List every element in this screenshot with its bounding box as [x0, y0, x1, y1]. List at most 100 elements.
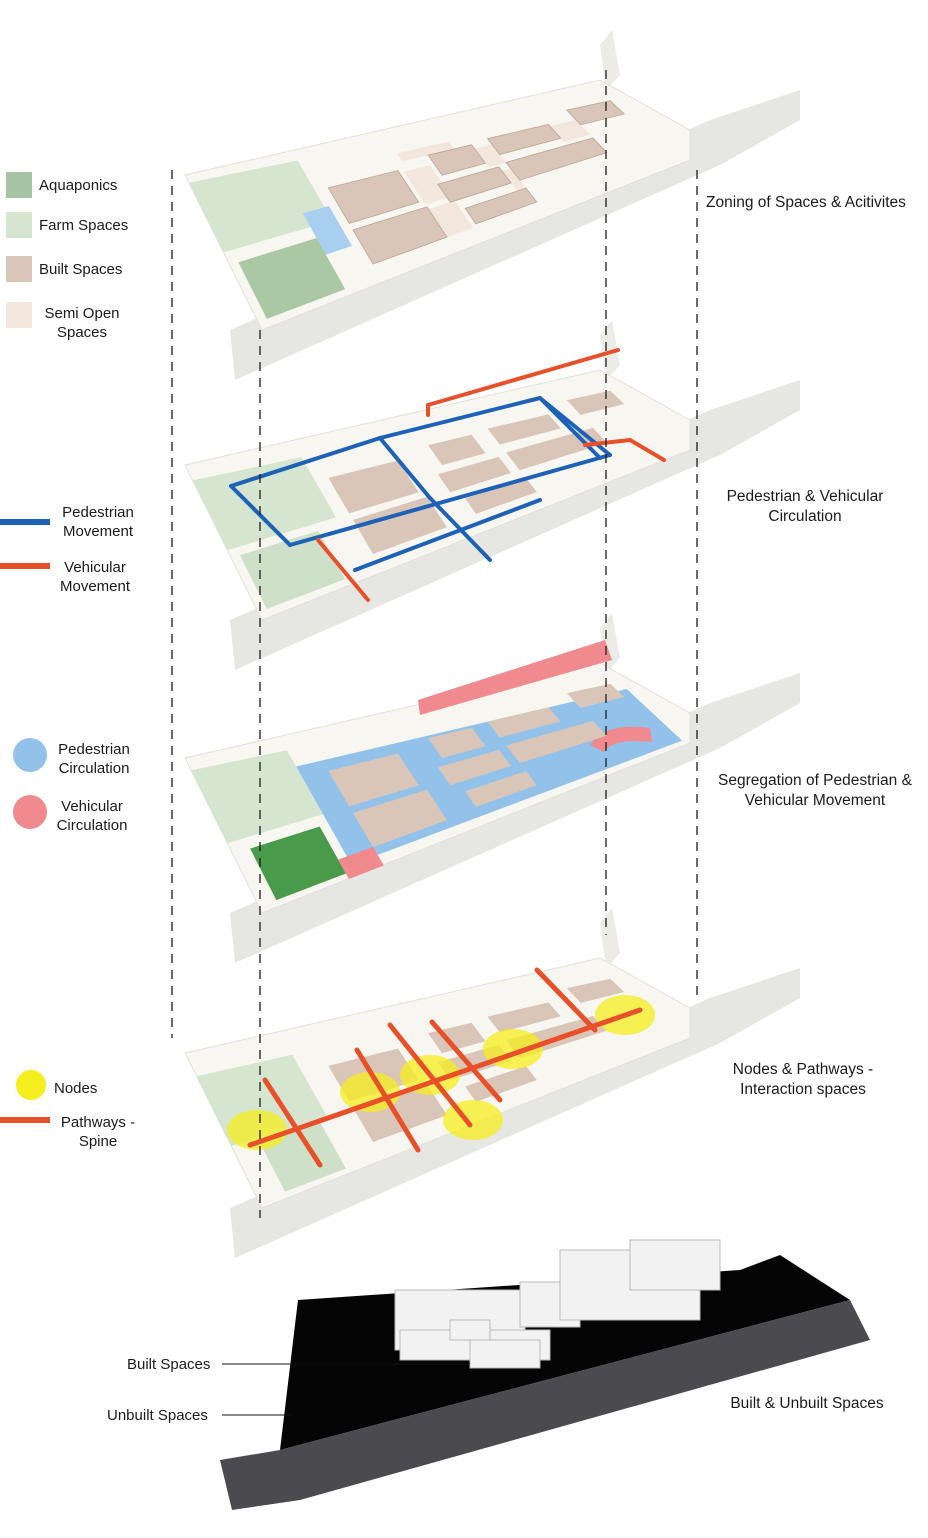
- upper-road: [600, 30, 620, 90]
- legend-label-nodes: Nodes: [54, 1080, 98, 1097]
- built-block: [437, 749, 512, 786]
- layer-circulation: [184, 320, 800, 670]
- legend-swatch-built-spaces: [6, 256, 32, 282]
- legend-line-pedestrian-movement: [0, 519, 50, 525]
- legend-swatch-farm-spaces: [6, 212, 32, 238]
- semi-open-block: [403, 165, 452, 205]
- built-block: [486, 123, 562, 155]
- farm-zone: [188, 160, 333, 253]
- legend-line-pathways-spine: [0, 1117, 50, 1123]
- layer-nodes: [184, 908, 800, 1258]
- built-block: [465, 1066, 537, 1102]
- farm-zone: [192, 457, 337, 551]
- model-road: [220, 1300, 870, 1510]
- vehicular-zone-entry: [338, 847, 384, 879]
- built-block: [566, 100, 625, 126]
- pedestrian-route: [229, 436, 382, 488]
- layer-title-zoning: Zoning of Spaces & Acitivites: [706, 194, 906, 211]
- built-block: [487, 707, 561, 738]
- aquaponics-zone: [250, 826, 346, 901]
- built-block: [428, 727, 486, 759]
- layer-title-circulation: Pedestrian & Vehicular Circulation: [726, 488, 884, 525]
- layer-segregation: [184, 613, 800, 963]
- legend-label-pedestrian-circulation: Pedestrian Circulation: [58, 741, 130, 777]
- built-block: [353, 1084, 447, 1143]
- built-block: [353, 789, 447, 848]
- farm-zone: [191, 750, 324, 844]
- built-block: [465, 478, 537, 514]
- legend-swatch-semi-open-spaces: [6, 302, 32, 328]
- built-block: [566, 978, 625, 1003]
- built-mass: [629, 1239, 721, 1291]
- aquaponics-zone: [239, 530, 346, 609]
- built-block: [465, 771, 537, 807]
- vehicular-route: [426, 348, 620, 407]
- legend-label-aquaponics: Aquaponics: [39, 177, 118, 194]
- built-block: [566, 390, 625, 415]
- semi-open-block: [428, 200, 474, 238]
- built-block: [464, 187, 538, 225]
- built-block: [328, 753, 419, 807]
- pedestrian-route: [538, 396, 602, 460]
- pedestrian-route: [378, 396, 542, 440]
- layer-title-nodes-pathways: Nodes & Pathways - Interaction spaces: [732, 1061, 874, 1098]
- built-block: [327, 170, 420, 224]
- built-mass: [469, 1339, 541, 1369]
- spine-pathway: [534, 967, 598, 1033]
- layer-built-unbuilt: [220, 1239, 870, 1510]
- built-block: [352, 206, 448, 265]
- legend-swatch-aquaponics: [6, 172, 32, 198]
- aquaponics-zone: [238, 238, 346, 319]
- spine-pathway: [247, 1007, 643, 1148]
- pedestrian-route: [353, 498, 542, 572]
- built-block: [437, 166, 512, 203]
- spine-pathway: [429, 1019, 503, 1103]
- legend-line-vehicular-movement: [0, 563, 50, 569]
- legend-label-vehicular-circulation: Vehicular Circulation: [56, 798, 128, 834]
- built-block: [487, 1002, 561, 1033]
- pedestrian-route: [229, 484, 292, 547]
- pedestrian-route: [378, 436, 432, 500]
- built-block: [428, 434, 486, 466]
- vehicular-route: [316, 538, 370, 602]
- pedestrian-route: [288, 453, 612, 547]
- built-block: [328, 460, 419, 514]
- legend-label-vehicular-movement: Vehicular Movement: [59, 559, 131, 595]
- legend-label-built-spaces: Built Spaces: [39, 261, 123, 278]
- spine-pathway: [262, 1077, 323, 1168]
- built-block: [487, 414, 561, 445]
- vehicular-zone-road: [418, 640, 612, 715]
- semi-open-block: [396, 141, 455, 162]
- legend-label-semi-open-spaces: Semi Open Spaces: [44, 305, 120, 341]
- built-block: [353, 496, 447, 555]
- legend-label-pedestrian-movement: Pedestrian Movement: [62, 504, 134, 540]
- legend-label-farm-spaces: Farm Spaces: [39, 217, 129, 234]
- legend-label-pathways-spine: Pathways - Spine: [60, 1114, 136, 1150]
- built-block: [427, 144, 487, 176]
- semi-open-block: [549, 119, 590, 142]
- vehicular-route: [583, 438, 632, 447]
- upper-road: [600, 908, 620, 968]
- spine-pathway: [354, 1047, 421, 1153]
- semi-open-block: [474, 144, 506, 168]
- legend-dot-pedestrian-circulation: [13, 738, 47, 772]
- built-block: [505, 720, 607, 764]
- node-circle: [340, 1072, 400, 1112]
- upper-road: [600, 320, 620, 380]
- layer-title-built-unbuilt: Built & Unbuilt Spaces: [730, 1395, 884, 1412]
- water-channel: [302, 206, 352, 255]
- layer-title-segregation: Segregation of Pedestrian & Vehicular Mo…: [718, 772, 912, 809]
- built-mass: [449, 1319, 491, 1341]
- built-block: [566, 683, 625, 708]
- built-block: [505, 137, 608, 181]
- spine-pathway: [387, 1022, 473, 1128]
- model-label-built-spaces: Built Spaces: [127, 1356, 211, 1373]
- semi-open-block: [501, 168, 526, 192]
- built-block: [437, 456, 512, 493]
- layer-zoning: [184, 30, 800, 380]
- model-label-unbuilt-spaces: Unbuilt Spaces: [107, 1407, 208, 1424]
- legend-dot-nodes: [16, 1070, 46, 1100]
- vehicular-route: [628, 438, 666, 462]
